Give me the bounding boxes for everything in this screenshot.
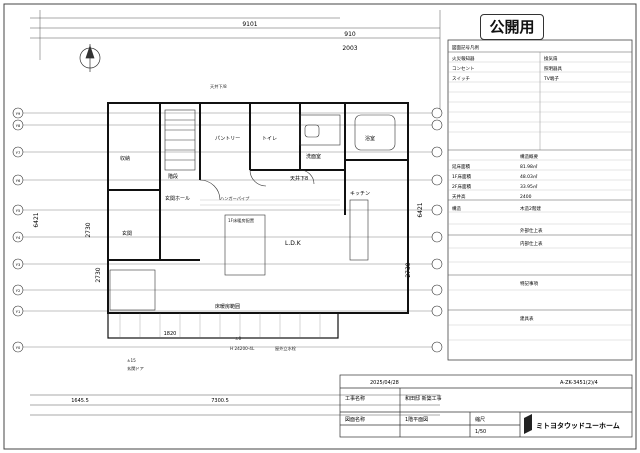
- grid-y-label: Y8: [16, 124, 21, 128]
- bottom-dim-3: 1820: [164, 331, 177, 337]
- grid-y-label: Y5: [16, 209, 20, 213]
- spec-value: 木造2階建: [520, 205, 541, 212]
- grid-y-label: Y2: [16, 289, 20, 293]
- room-entrance: 玄関: [122, 230, 132, 237]
- section-title: 構造概要: [520, 153, 538, 160]
- spec-header: 図面記号凡例: [452, 44, 479, 51]
- legend-item: スイッチ: [452, 76, 470, 82]
- room-kitchen: キッチン: [350, 191, 370, 197]
- room-hall: 玄関ホール: [165, 195, 190, 202]
- note-8: 屋外立水栓: [275, 345, 297, 352]
- note-6: ±15: [127, 358, 136, 363]
- room-floor-heating: 床暖房範囲: [215, 303, 240, 310]
- company-name: ミトヨタウッドユーホーム: [536, 421, 620, 430]
- note-3: ハンガーパイプ: [220, 195, 250, 202]
- title-block: [339, 374, 633, 438]
- spec-value: 2400: [520, 194, 532, 200]
- section-title: 建具表: [520, 315, 534, 322]
- top-dim-3: 2003: [342, 45, 357, 52]
- note-2: 1F床暖房配置: [228, 217, 254, 224]
- legend-item: コンセント: [452, 66, 475, 72]
- spec-panel: [447, 39, 633, 361]
- left-dim-3: 2730: [95, 267, 102, 282]
- section-title: 特記事項: [520, 280, 538, 287]
- top-dim-2: 910: [344, 31, 356, 38]
- grid-y-label: Y1: [16, 310, 20, 314]
- spec-label: 天井高: [452, 193, 466, 200]
- spec-value: 48.03㎡: [520, 173, 538, 180]
- grid-y-label: Y7: [16, 151, 20, 155]
- legend-item: TV端子: [543, 75, 559, 82]
- room-ceiling-note: 天井下8: [290, 175, 308, 182]
- top-dim-1: 9101: [242, 21, 257, 28]
- row-label: 工事名称: [345, 395, 365, 402]
- grid-y-label: Y6: [16, 179, 21, 183]
- room-pantry: パントリー: [215, 136, 240, 142]
- grid-y-label: Y0: [16, 346, 21, 350]
- right-dim-1: 6421: [417, 202, 424, 217]
- note-7: 玄関ドア: [127, 365, 144, 372]
- drawing-no: A-ZK-3451(2)/4: [560, 380, 598, 386]
- note-5: H 24200-4L: [230, 346, 255, 351]
- spec-label: 延床面積: [452, 163, 470, 170]
- note-1: 天井下/8: [210, 83, 227, 90]
- left-dim-2: 2730: [85, 222, 92, 237]
- date: 2025/04/28: [370, 380, 399, 386]
- left-dim-1: 6421: [33, 212, 40, 227]
- spec-value: 81.98㎡: [520, 163, 538, 170]
- spec-label: 1F床面積: [452, 173, 471, 180]
- row-label: 縮尺: [475, 416, 485, 423]
- legend-item: 換気扇: [544, 55, 558, 62]
- room-wc: トイレ: [262, 136, 277, 142]
- grid-y-label: Y3: [16, 263, 20, 267]
- grid-y-label: Y4: [16, 236, 21, 240]
- spec-label: 構造: [452, 205, 461, 212]
- section-title: 内部仕上表: [520, 240, 543, 247]
- legend-item: 照明器具: [544, 66, 562, 72]
- drawing-name: 1階平面図: [405, 416, 428, 423]
- public-badge: 公開用: [480, 14, 544, 40]
- room-storage: 収納: [120, 155, 130, 162]
- scale: 1/50: [475, 429, 486, 435]
- legend-item: 火災報知器: [452, 55, 475, 62]
- project: 和田邸 新築工事: [405, 395, 442, 402]
- company-logo: ミトヨタウッドユーホーム: [524, 414, 620, 434]
- note-4: ±0: [235, 336, 242, 341]
- room-bath: 浴室: [365, 135, 375, 142]
- spec-label: 2F床面積: [452, 183, 471, 190]
- bottom-dim-1: 1645.5: [71, 398, 89, 404]
- bottom-dim-2: 7300.5: [211, 398, 229, 404]
- room-ldk: L.D.K: [285, 240, 302, 247]
- grid-y-label: Y9: [16, 112, 21, 116]
- row-label: 図面名称: [345, 416, 365, 423]
- room-stairs: 階段: [168, 173, 178, 180]
- north-arrow-icon: [79, 44, 101, 72]
- room-wash: 洗面室: [306, 153, 321, 160]
- spec-value: 33.95㎡: [520, 183, 538, 190]
- section-title: 外部仕上表: [520, 227, 543, 234]
